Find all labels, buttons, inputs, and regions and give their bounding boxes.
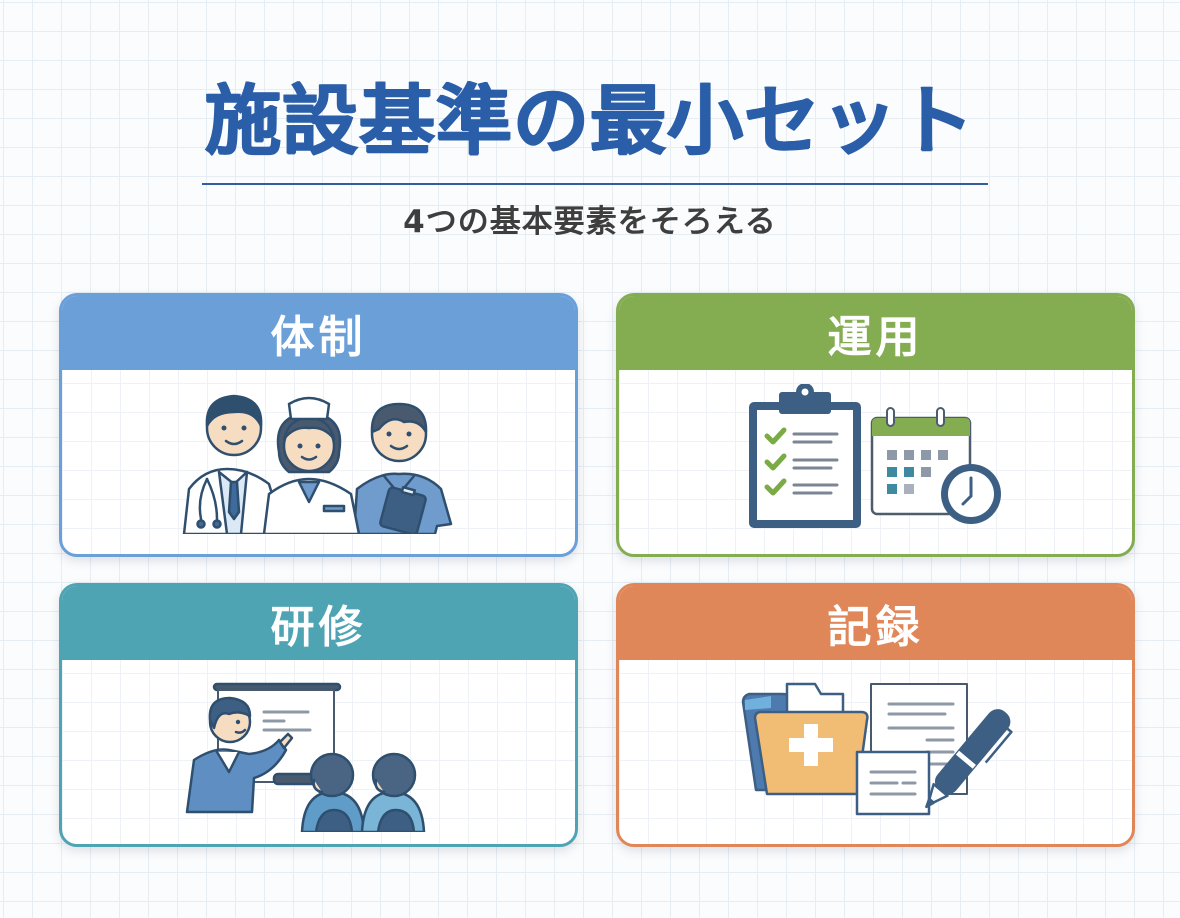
card-unyou: 運用 xyxy=(616,293,1135,557)
card-title-kenshu: 研修 xyxy=(270,602,367,653)
checklist-calendar-clock-icon xyxy=(748,384,1001,528)
title-divider xyxy=(202,183,988,185)
medical-records-pen-icon xyxy=(741,682,1013,816)
card-header-kiroku: 記録 xyxy=(619,586,1132,660)
card-kiroku: 記録 xyxy=(616,583,1135,847)
card-header-unyou: 運用 xyxy=(619,296,1132,370)
card-body-kenshu xyxy=(62,660,575,844)
card-taisei: 体制 xyxy=(59,293,578,557)
card-title-taisei: 体制 xyxy=(270,312,367,363)
card-title-kiroku: 記録 xyxy=(827,602,924,653)
card-header-kenshu: 研修 xyxy=(62,586,575,660)
page-title: 施設基準の最小セット xyxy=(205,76,975,165)
card-title-unyou: 運用 xyxy=(827,312,924,363)
page-subtitle: 4つの基本要素をそろえる xyxy=(403,204,777,240)
card-body-unyou xyxy=(619,370,1132,554)
card-kenshu: 研修 xyxy=(59,583,578,847)
card-body-taisei xyxy=(62,370,575,554)
card-header-taisei: 体制 xyxy=(62,296,575,370)
card-body-kiroku xyxy=(619,660,1132,844)
medical-staff-icon xyxy=(182,394,452,534)
training-presentation-icon xyxy=(185,682,425,832)
